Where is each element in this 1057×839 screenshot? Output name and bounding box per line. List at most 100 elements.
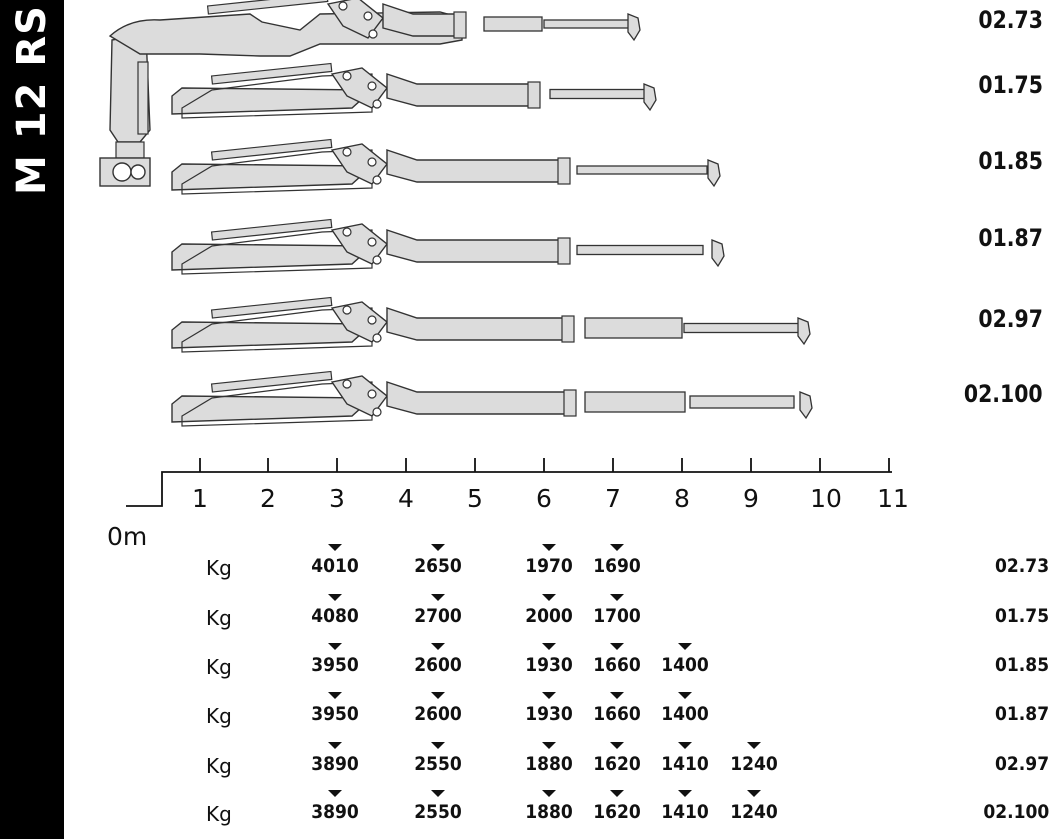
inner-boom <box>171 87 374 115</box>
outer-boom <box>386 73 537 107</box>
model-label: 02.100 <box>964 380 1043 408</box>
main-cylinder <box>210 138 333 161</box>
tick-label: 3 <box>329 484 345 513</box>
load-cell: 2550 <box>408 742 468 775</box>
load-value: 1660 <box>593 703 641 725</box>
pivot-pin <box>368 29 378 39</box>
down-arrow-icon <box>678 790 692 797</box>
down-arrow-icon <box>610 544 624 551</box>
unit-label: Kg <box>206 606 232 630</box>
down-arrow-icon <box>678 643 692 650</box>
pivot-pin <box>372 407 382 417</box>
outer-boom <box>386 381 573 415</box>
tick-label: 5 <box>467 484 483 513</box>
load-value: 1410 <box>661 801 709 823</box>
pivot-pin <box>372 99 382 109</box>
load-value: 3890 <box>311 753 359 775</box>
pivot-pin <box>367 157 377 167</box>
load-value: 2000 <box>525 605 573 627</box>
boom-frame <box>181 149 373 195</box>
unit-label: Kg <box>206 802 232 826</box>
unit-label: Kg <box>206 754 232 778</box>
boom-row <box>171 370 813 427</box>
base-gear <box>112 162 132 182</box>
down-arrow-icon <box>431 790 445 797</box>
load-value: 1660 <box>593 654 641 676</box>
load-value: 2600 <box>414 703 462 725</box>
down-arrow-icon <box>431 544 445 551</box>
load-cell: 1690 <box>587 544 647 577</box>
load-value: 1400 <box>661 703 709 725</box>
load-cell: 2650 <box>408 544 468 577</box>
load-value: 3950 <box>311 703 359 725</box>
hook-tip <box>707 159 721 188</box>
down-arrow-icon <box>328 790 342 797</box>
boom-row <box>171 218 725 275</box>
load-value: 2600 <box>414 654 462 676</box>
load-value: 4010 <box>311 555 359 577</box>
table-model-label: 02.73 <box>994 555 1049 577</box>
unit-label: Kg <box>206 655 232 679</box>
hook-tip <box>797 317 811 346</box>
load-cell: 1400 <box>655 643 715 676</box>
pivot-pin <box>372 255 382 265</box>
load-cell: 1880 <box>519 790 579 823</box>
crane-column <box>99 33 151 187</box>
load-value: 2550 <box>414 801 462 823</box>
scale-origin-label: 0m <box>107 522 148 551</box>
load-value: 4080 <box>311 605 359 627</box>
boom-row <box>108 0 641 57</box>
boom-head <box>557 237 571 265</box>
load-value: 1690 <box>593 555 641 577</box>
load-value: 1620 <box>593 753 641 775</box>
pivot-pin <box>338 1 348 11</box>
load-value: 1930 <box>525 654 573 676</box>
down-arrow-icon <box>610 594 624 601</box>
load-cell: 3890 <box>305 790 365 823</box>
pivot-pin <box>342 227 352 237</box>
boom-frame <box>181 229 373 275</box>
reach-scale <box>126 458 892 507</box>
outer-boom <box>386 149 567 183</box>
table-model-label: 01.87 <box>994 703 1049 725</box>
load-value: 3890 <box>311 801 359 823</box>
pivot-pin <box>367 389 377 399</box>
model-label: 01.87 <box>978 224 1043 252</box>
model-label: 01.75 <box>978 71 1043 99</box>
load-cell: 1400 <box>655 692 715 725</box>
boom-extension <box>683 322 800 334</box>
load-cell: 1930 <box>519 643 579 676</box>
column-cylinder <box>137 61 149 135</box>
load-value: 1970 <box>525 555 573 577</box>
boom-frame <box>181 381 373 427</box>
boom-extension <box>543 19 635 29</box>
inner-boom <box>171 321 374 349</box>
unit-label: Kg <box>206 556 232 580</box>
load-value: 1240 <box>730 801 778 823</box>
load-cell: 2550 <box>408 790 468 823</box>
base-gear <box>130 164 146 180</box>
down-arrow-icon <box>328 643 342 650</box>
down-arrow-icon <box>747 790 761 797</box>
load-cell: 1410 <box>655 742 715 775</box>
load-cell: 2600 <box>408 643 468 676</box>
load-cell: 1620 <box>587 742 647 775</box>
main-cylinder <box>206 0 329 15</box>
load-cell: 3950 <box>305 692 365 725</box>
main-cylinder <box>210 218 333 241</box>
down-arrow-icon <box>542 692 556 699</box>
load-cell: 2600 <box>408 692 468 725</box>
load-cell: 1880 <box>519 742 579 775</box>
load-value: 1880 <box>525 753 573 775</box>
load-cell: 1660 <box>587 643 647 676</box>
down-arrow-icon <box>610 742 624 749</box>
table-model-label: 01.75 <box>994 605 1049 627</box>
boom-extension <box>689 395 795 409</box>
down-arrow-icon <box>542 544 556 551</box>
tick-label: 6 <box>536 484 552 513</box>
load-value: 1880 <box>525 801 573 823</box>
inner-boom <box>171 243 374 271</box>
table-model-label: 01.85 <box>994 654 1049 676</box>
tick-label: 8 <box>674 484 690 513</box>
hook-tip <box>627 13 641 42</box>
